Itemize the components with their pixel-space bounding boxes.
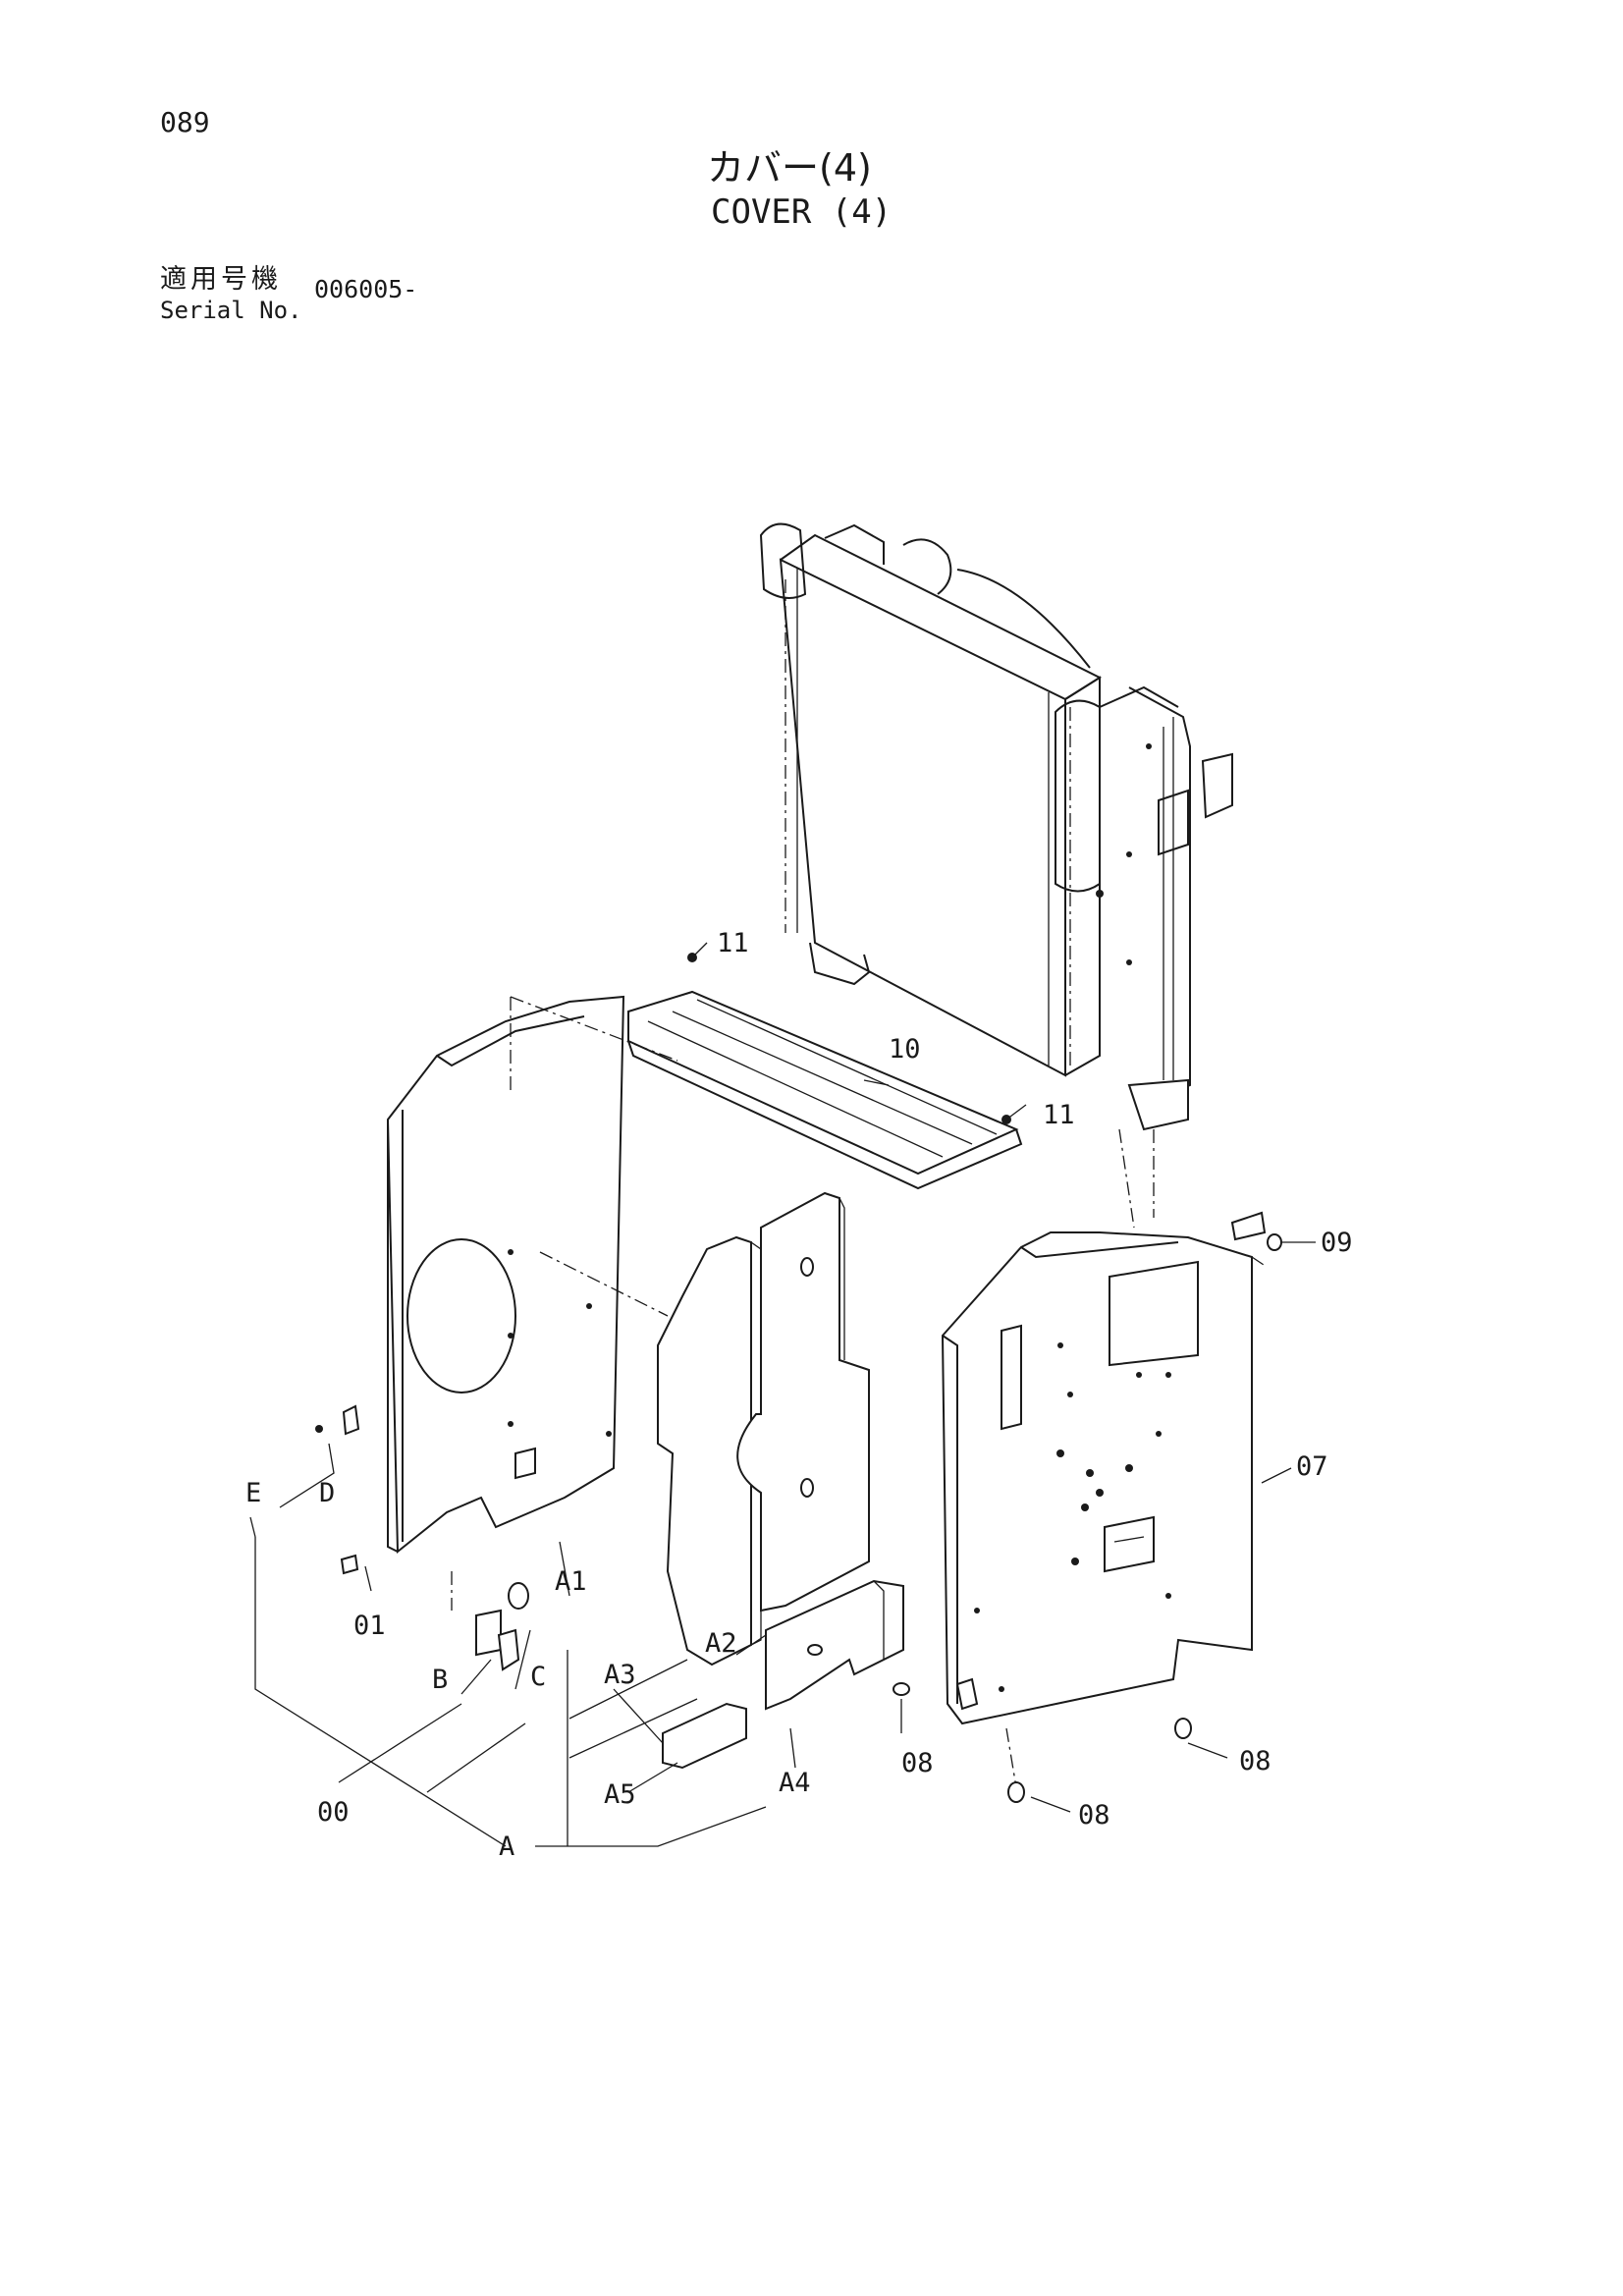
foam-pad-a4 — [765, 1579, 904, 1711]
serial-label-japanese: 適用号機 — [160, 264, 282, 295]
foam-pad-a3 — [657, 1235, 762, 1667]
leader-lines — [249, 996, 1316, 1847]
page-title-english: COVER (4) — [711, 192, 893, 232]
callout-09: 09 — [1321, 1228, 1353, 1258]
callout-07: 07 — [1296, 1451, 1328, 1482]
radiator-assembly — [759, 522, 1233, 1229]
callout-a3: A3 — [604, 1660, 636, 1690]
callout-b: B — [432, 1665, 449, 1695]
callout-c: C — [530, 1662, 547, 1692]
fasteners — [893, 1233, 1282, 1803]
callout-01: 01 — [353, 1611, 386, 1641]
callout-a2: A2 — [705, 1628, 737, 1659]
callout-a: A — [499, 1831, 515, 1862]
foam-pad-a2 — [736, 1191, 870, 1613]
callout-08-left: 08 — [901, 1748, 934, 1778]
callout-11-lower: 11 — [1043, 1100, 1075, 1130]
foam-pad-a5 — [662, 1702, 747, 1770]
bracket-parts — [315, 1404, 529, 1671]
callout-00: 00 — [317, 1797, 350, 1828]
serial-label-english: Serial No. — [160, 297, 302, 324]
callout-08-right: 08 — [1239, 1746, 1271, 1777]
callout-10: 10 — [889, 1034, 921, 1065]
callout-e: E — [245, 1478, 262, 1508]
callout-08-bottom: 08 — [1078, 1800, 1110, 1831]
callout-a4: A4 — [779, 1768, 811, 1798]
right-cover-07 — [941, 1211, 1268, 1788]
page-number: 089 — [160, 106, 210, 138]
callout-a1: A1 — [555, 1566, 587, 1597]
callout-a5: A5 — [604, 1779, 636, 1810]
page-title-japanese: カバー(4) — [707, 146, 872, 190]
part-10-tray — [627, 942, 1027, 1190]
callout-d: D — [319, 1478, 336, 1508]
serial-number-value: 006005- — [314, 275, 418, 303]
left-cover-a1 — [386, 995, 625, 1611]
callout-11-upper: 11 — [717, 928, 749, 958]
